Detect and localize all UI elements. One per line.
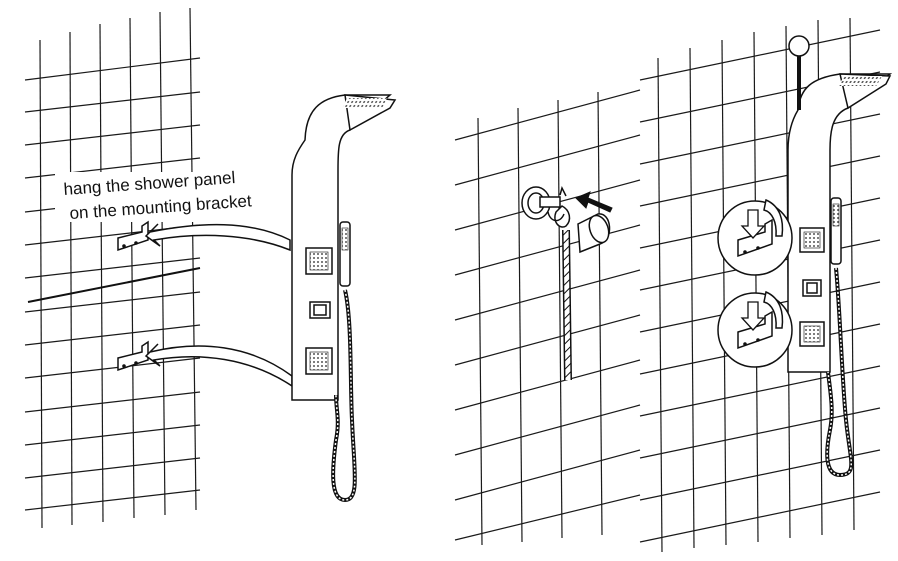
wall-tile-grid-2 — [454, 89, 641, 546]
shower-panel-1 — [291, 94, 397, 503]
wall-tile-grid-1 — [24, 7, 201, 529]
shower-panel-3 — [787, 73, 893, 478]
instruction-label: hang the shower panel on the mounting br… — [55, 168, 285, 223]
arrow-to-lower-bracket — [144, 343, 293, 388]
hose-nut — [577, 213, 611, 254]
horizontal-level-line — [27, 267, 201, 303]
mounting-bracket-upper — [117, 220, 149, 252]
bracket-detail-lower — [717, 290, 793, 368]
shower-hose-2 — [562, 229, 572, 381]
wall-elbow-connector — [521, 185, 571, 228]
arrow-to-upper-bracket — [144, 223, 291, 252]
bracket-detail-upper — [717, 198, 793, 276]
mounting-bracket-lower — [117, 340, 149, 372]
direction-arrow — [575, 191, 613, 213]
wall-elbow-top — [788, 35, 810, 110]
